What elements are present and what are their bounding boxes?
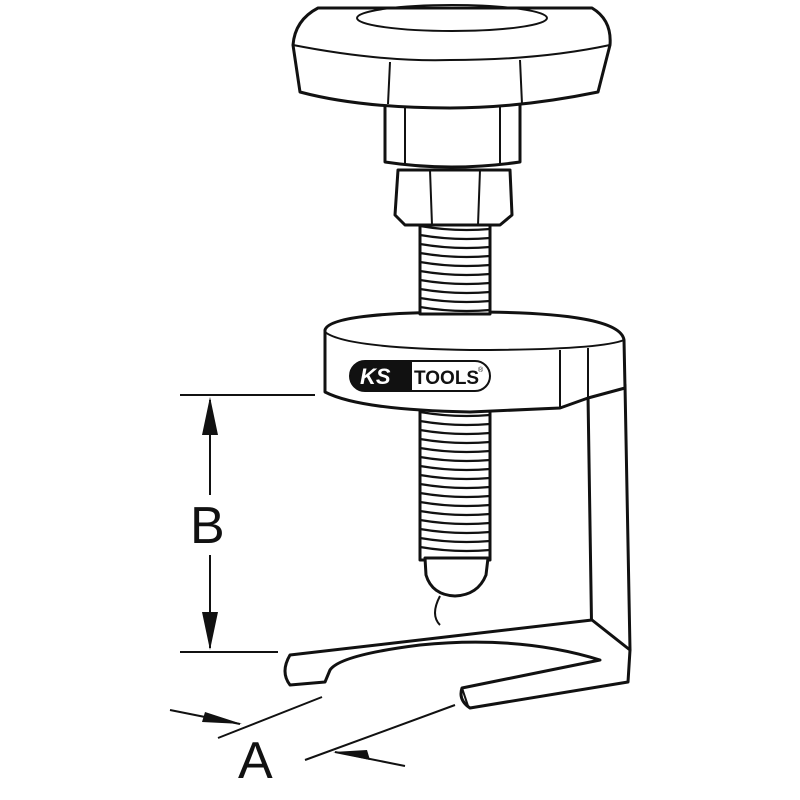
dimension-b-label: B (190, 497, 225, 555)
logo-tools-text: TOOLS (414, 368, 479, 389)
thread-line (419, 482, 491, 490)
thread-line (419, 536, 491, 544)
thread-line (419, 491, 491, 499)
dimension-b: B (180, 394, 315, 653)
thread-line (419, 545, 491, 553)
thread-line (419, 455, 491, 463)
thread-line (419, 242, 491, 250)
thread-line (419, 446, 491, 454)
spindle-tip (423, 556, 490, 598)
thread-line (419, 464, 491, 472)
registered-mark: ® (478, 366, 484, 374)
thread-line (419, 518, 491, 526)
hex-nut (393, 168, 514, 227)
thread-line (419, 305, 491, 313)
thread-line (419, 473, 491, 481)
thread-line (419, 509, 491, 517)
thread-line (419, 296, 491, 304)
thread-line (419, 410, 491, 418)
thread-line (419, 251, 491, 259)
puller-leg (586, 383, 632, 657)
fork-base (283, 618, 632, 710)
thread-line (419, 224, 491, 232)
thread-line (419, 233, 491, 241)
thread-line (419, 260, 491, 268)
upper-thread (418, 220, 492, 316)
thread-line (419, 278, 491, 286)
thread-line (419, 287, 491, 295)
dimension-a: A (169, 696, 456, 790)
thread-line (419, 428, 491, 436)
thread-line (419, 437, 491, 445)
thread-line (419, 419, 491, 427)
thread-line (419, 500, 491, 508)
thread-line (419, 527, 491, 535)
collar (383, 98, 522, 169)
thread-line (419, 269, 491, 277)
dimension-a-label: A (238, 732, 273, 790)
knob (291, 6, 612, 110)
lower-thread (418, 403, 492, 562)
logo-ks-text: KS (360, 364, 391, 389)
ks-tools-logo: KS TOOLS ® (349, 360, 491, 392)
